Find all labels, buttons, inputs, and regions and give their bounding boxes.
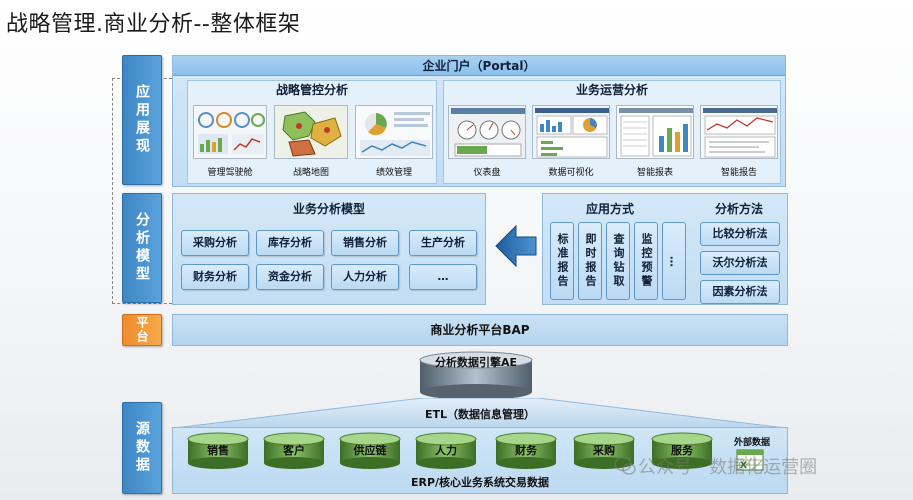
source-drums: 销售 客户 供应链 人力 财务 采购 服务 外部数据 X [172,427,788,477]
category-data-source: 源数据 [122,402,162,494]
methods-panel: 应用方式 标准报告 即时报告 查询钻取 监控预警 … 分析方法 比较分析法 沃尔… [542,193,788,305]
wechat-icon [614,455,636,477]
model-inventory[interactable]: 库存分析 [256,230,324,256]
source-label: 销售 [207,444,229,457]
category-platform: 平台 [122,314,162,346]
thumb-performance[interactable] [355,105,433,159]
model-sales[interactable]: 销售分析 [331,230,399,256]
analysis-methods-title: 分析方法 [714,202,763,216]
source-label: 财务 [515,444,537,457]
business-model-panel: 业务分析模型 采购分析 库存分析 销售分析 生产分析 财务分析 资金分析 人力分… [172,193,486,305]
portal-title: 企业门户（Portal） [173,56,785,76]
source-label: 采购 [593,444,615,457]
app-method-monitoring[interactable]: 监控预警 [634,222,658,300]
app-methods-title: 应用方式 [585,202,634,216]
thumb-smart-analysis-report[interactable] [700,105,778,159]
etl-label: ETL（数据信息管理） [424,408,536,421]
app-method-more[interactable]: … [662,222,686,300]
operations-item-label: 智能报表 [636,168,673,178]
model-finance[interactable]: 财务分析 [181,264,249,290]
model-hr[interactable]: 人力分析 [331,264,399,290]
app-method-standard-report[interactable]: 标准报告 [550,222,574,300]
analysis-method-factor[interactable]: 因素分析法 [700,280,780,304]
analysis-engine: 分析数据引擎AE [416,350,536,402]
page-title: 战略管理.商业分析--整体框架 [6,12,301,37]
source-drum-finance[interactable]: 财务 [494,431,558,471]
watermark: 公众号 · 数据化运营圈 [638,457,818,478]
source-drum-sales[interactable]: 销售 [186,431,250,471]
strategic-title: 战略管控分析 [275,83,348,97]
strategic-item-label: 战略地图 [292,168,329,178]
source-label: 人力 [435,444,457,457]
strategic-subpanel: 战略管控分析 [187,80,437,184]
spreadsheet-icon[interactable]: X [736,449,764,471]
operations-item-label: 仪表盘 [473,168,501,178]
thumb-strategy-map[interactable] [274,105,348,159]
strategic-item-label: 绩效管理 [375,168,412,178]
portal-panel: 企业门户（Portal） 战略管控分析 [172,55,786,187]
erp-label: ERP/核心业务系统交易数据 [410,476,550,489]
left-arrow-icon [494,222,538,270]
source-drum-customer[interactable]: 客户 [262,431,326,471]
source-drum-supply-chain[interactable]: 供应链 [338,431,402,471]
source-drum-purchase[interactable]: 采购 [572,431,636,471]
model-capital[interactable]: 资金分析 [256,264,324,290]
business-model-title: 业务分析模型 [292,202,365,216]
thumb-smart-report[interactable] [616,105,694,159]
source-label: 服务 [671,444,693,457]
operations-subpanel: 业务运营分析 [443,80,781,184]
operations-item-label: 智能报告 [720,168,757,178]
svg-text:X: X [740,461,747,471]
strategic-item-label: 管理驾驶舱 [207,168,253,178]
analysis-method-wall[interactable]: 沃尔分析法 [700,251,780,275]
source-label: 供应链 [353,444,387,457]
operations-title: 业务运营分析 [575,83,648,97]
model-production[interactable]: 生产分析 [409,230,477,256]
thumb-data-visualization[interactable] [532,105,610,159]
source-drum-service[interactable]: 服务 [650,431,714,471]
category-analysis-model: 分析模型 [122,193,162,303]
engine-label: 分析数据引擎AE [434,356,518,369]
etl-funnel: ETL（数据信息管理） [172,397,788,429]
model-purchase[interactable]: 采购分析 [181,230,249,256]
platform-bar: 商业分析平台BAP [172,314,788,346]
category-presentation: 应用展现 [122,55,162,185]
analysis-method-comparison[interactable]: 比较分析法 [700,222,780,246]
thumb-dashboard-cockpit[interactable] [193,105,267,159]
model-more[interactable]: … [409,264,477,290]
source-drum-hr[interactable]: 人力 [414,431,478,471]
app-method-instant-report[interactable]: 即时报告 [578,222,602,300]
operations-item-label: 数据可视化 [548,168,594,178]
source-label: 客户 [283,444,305,457]
app-method-drilldown[interactable]: 查询钻取 [606,222,630,300]
external-data-label: 外部数据 [733,438,770,448]
thumb-gauge[interactable] [448,105,526,159]
